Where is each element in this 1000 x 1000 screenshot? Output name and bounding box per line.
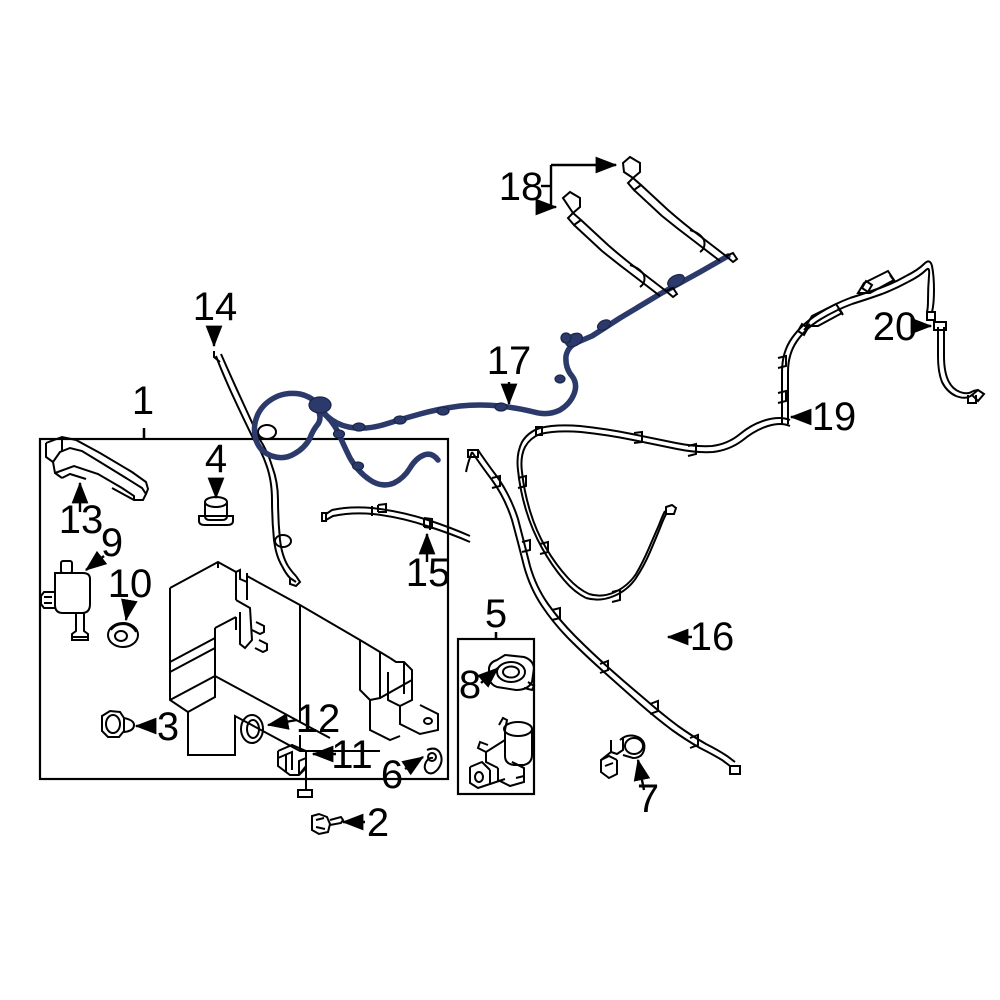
callout-label-16: 16 (690, 615, 735, 659)
callout-label-7: 7 (637, 777, 659, 821)
callout-label-2: 2 (367, 801, 389, 845)
washer-hose-middle-loop (465, 417, 791, 603)
callout-label-9: 9 (101, 521, 123, 565)
callout-label-18: 18 (499, 165, 544, 209)
callout-label-13: 13 (59, 498, 104, 542)
callout-label-1: 1 (132, 379, 154, 423)
callout-label-10: 10 (108, 562, 153, 606)
leader-lines (71, 156, 933, 831)
clip-part (423, 747, 443, 775)
callout-label-5: 5 (485, 592, 507, 636)
nut-part (101, 709, 136, 738)
grommet-small-part (107, 622, 139, 648)
washer-hose-15 (321, 502, 471, 543)
washer-hose-19 (777, 260, 936, 424)
washer-fluid-reservoir (169, 560, 439, 756)
callout-label-20: 20 (873, 305, 918, 349)
callout-label-6: 6 (381, 753, 403, 797)
callout-label-17: 17 (487, 339, 532, 383)
washer-hose-17-connectors (308, 273, 685, 471)
callout-label-19: 19 (812, 395, 857, 439)
callout-label-14: 14 (193, 285, 238, 329)
callout-label-15: 15 (406, 551, 451, 595)
callout-labels: 1 2 3 4 5 6 7 8 9 10 11 12 13 14 15 16 1… (59, 165, 918, 845)
washer-pump-motor (40, 560, 91, 641)
wiper-blade-part (45, 435, 150, 501)
pump-seal-part (488, 653, 536, 692)
callout-label-4: 4 (205, 437, 227, 481)
callout-label-3: 3 (157, 705, 179, 749)
callout-label-11: 11 (331, 733, 373, 777)
bolt-part (311, 812, 345, 836)
washer-pump-body-part (469, 716, 533, 790)
washer-nozzle-jets-18 (561, 155, 739, 299)
retainer-push-pin-part (600, 734, 646, 780)
washer-hose-20 (933, 321, 986, 404)
grommet-part (198, 496, 234, 526)
callout-label-8: 8 (459, 663, 481, 707)
elbow-fitting-part (277, 743, 313, 798)
callout-label-12: 12 (296, 697, 341, 741)
washer-hose-16 (467, 449, 741, 775)
